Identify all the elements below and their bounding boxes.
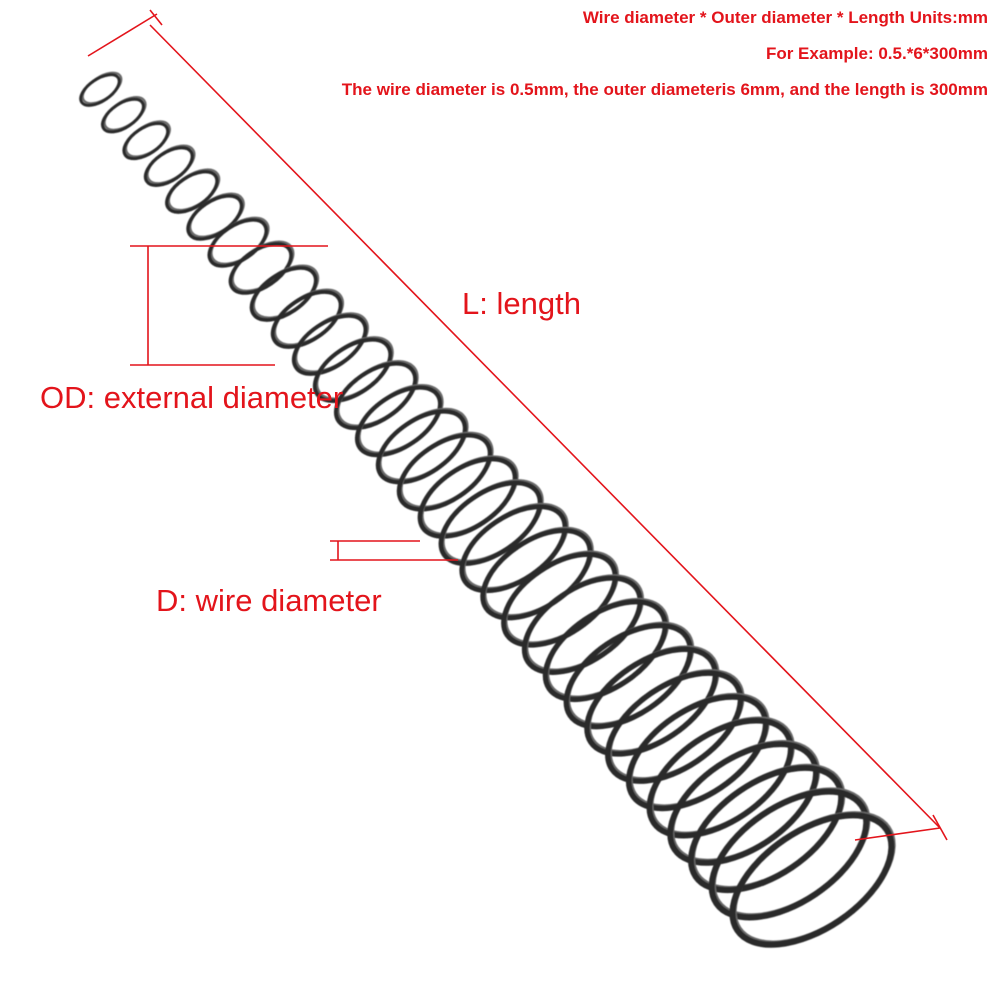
spring-coil	[729, 812, 895, 948]
spring-coil	[270, 289, 343, 349]
wire-diameter-label: D: wire diameter	[156, 583, 382, 618]
length-dimension-line	[87, 9, 948, 841]
spring-coil	[101, 97, 145, 134]
spring-coil	[438, 480, 543, 566]
spring-coil	[563, 622, 694, 730]
spring-coil	[354, 385, 443, 458]
spring-coil	[79, 73, 121, 107]
spring-coil	[312, 337, 393, 404]
spring-coil	[291, 313, 368, 376]
spring-coil	[122, 121, 170, 161]
spec-format-line: Wire diameter * Outer diameter * Length …	[582, 8, 988, 27]
length-label: L: length	[462, 286, 581, 321]
spring-coil	[396, 433, 493, 512]
wire-diameter-bracket	[330, 540, 458, 561]
spring-coil	[417, 456, 518, 539]
spring-coil	[584, 646, 719, 757]
spring-coil	[249, 265, 318, 322]
spring-coil	[542, 599, 668, 703]
spring-coil	[375, 409, 468, 485]
spec-example-line: For Example: 0.5.*6*300mm	[765, 44, 988, 63]
spring-coil	[333, 361, 418, 431]
spring-coil	[646, 717, 794, 839]
spring-coils	[79, 71, 896, 948]
spring-coil	[605, 670, 744, 784]
spring-coil	[521, 575, 643, 675]
spring-coil	[688, 764, 845, 894]
spring-coil	[143, 146, 194, 187]
spring-coil	[625, 694, 769, 812]
spring-coil	[667, 741, 819, 866]
spring-coil	[708, 788, 870, 921]
spring-coil	[501, 551, 618, 648]
spring-coil	[228, 242, 293, 295]
od-dimension-bracket	[130, 245, 328, 366]
spring-coil	[165, 169, 219, 214]
spec-explanation-line: The wire diameter is 0.5mm, the outer di…	[341, 80, 988, 99]
external-diameter-label: OD: external diameter	[40, 380, 344, 415]
